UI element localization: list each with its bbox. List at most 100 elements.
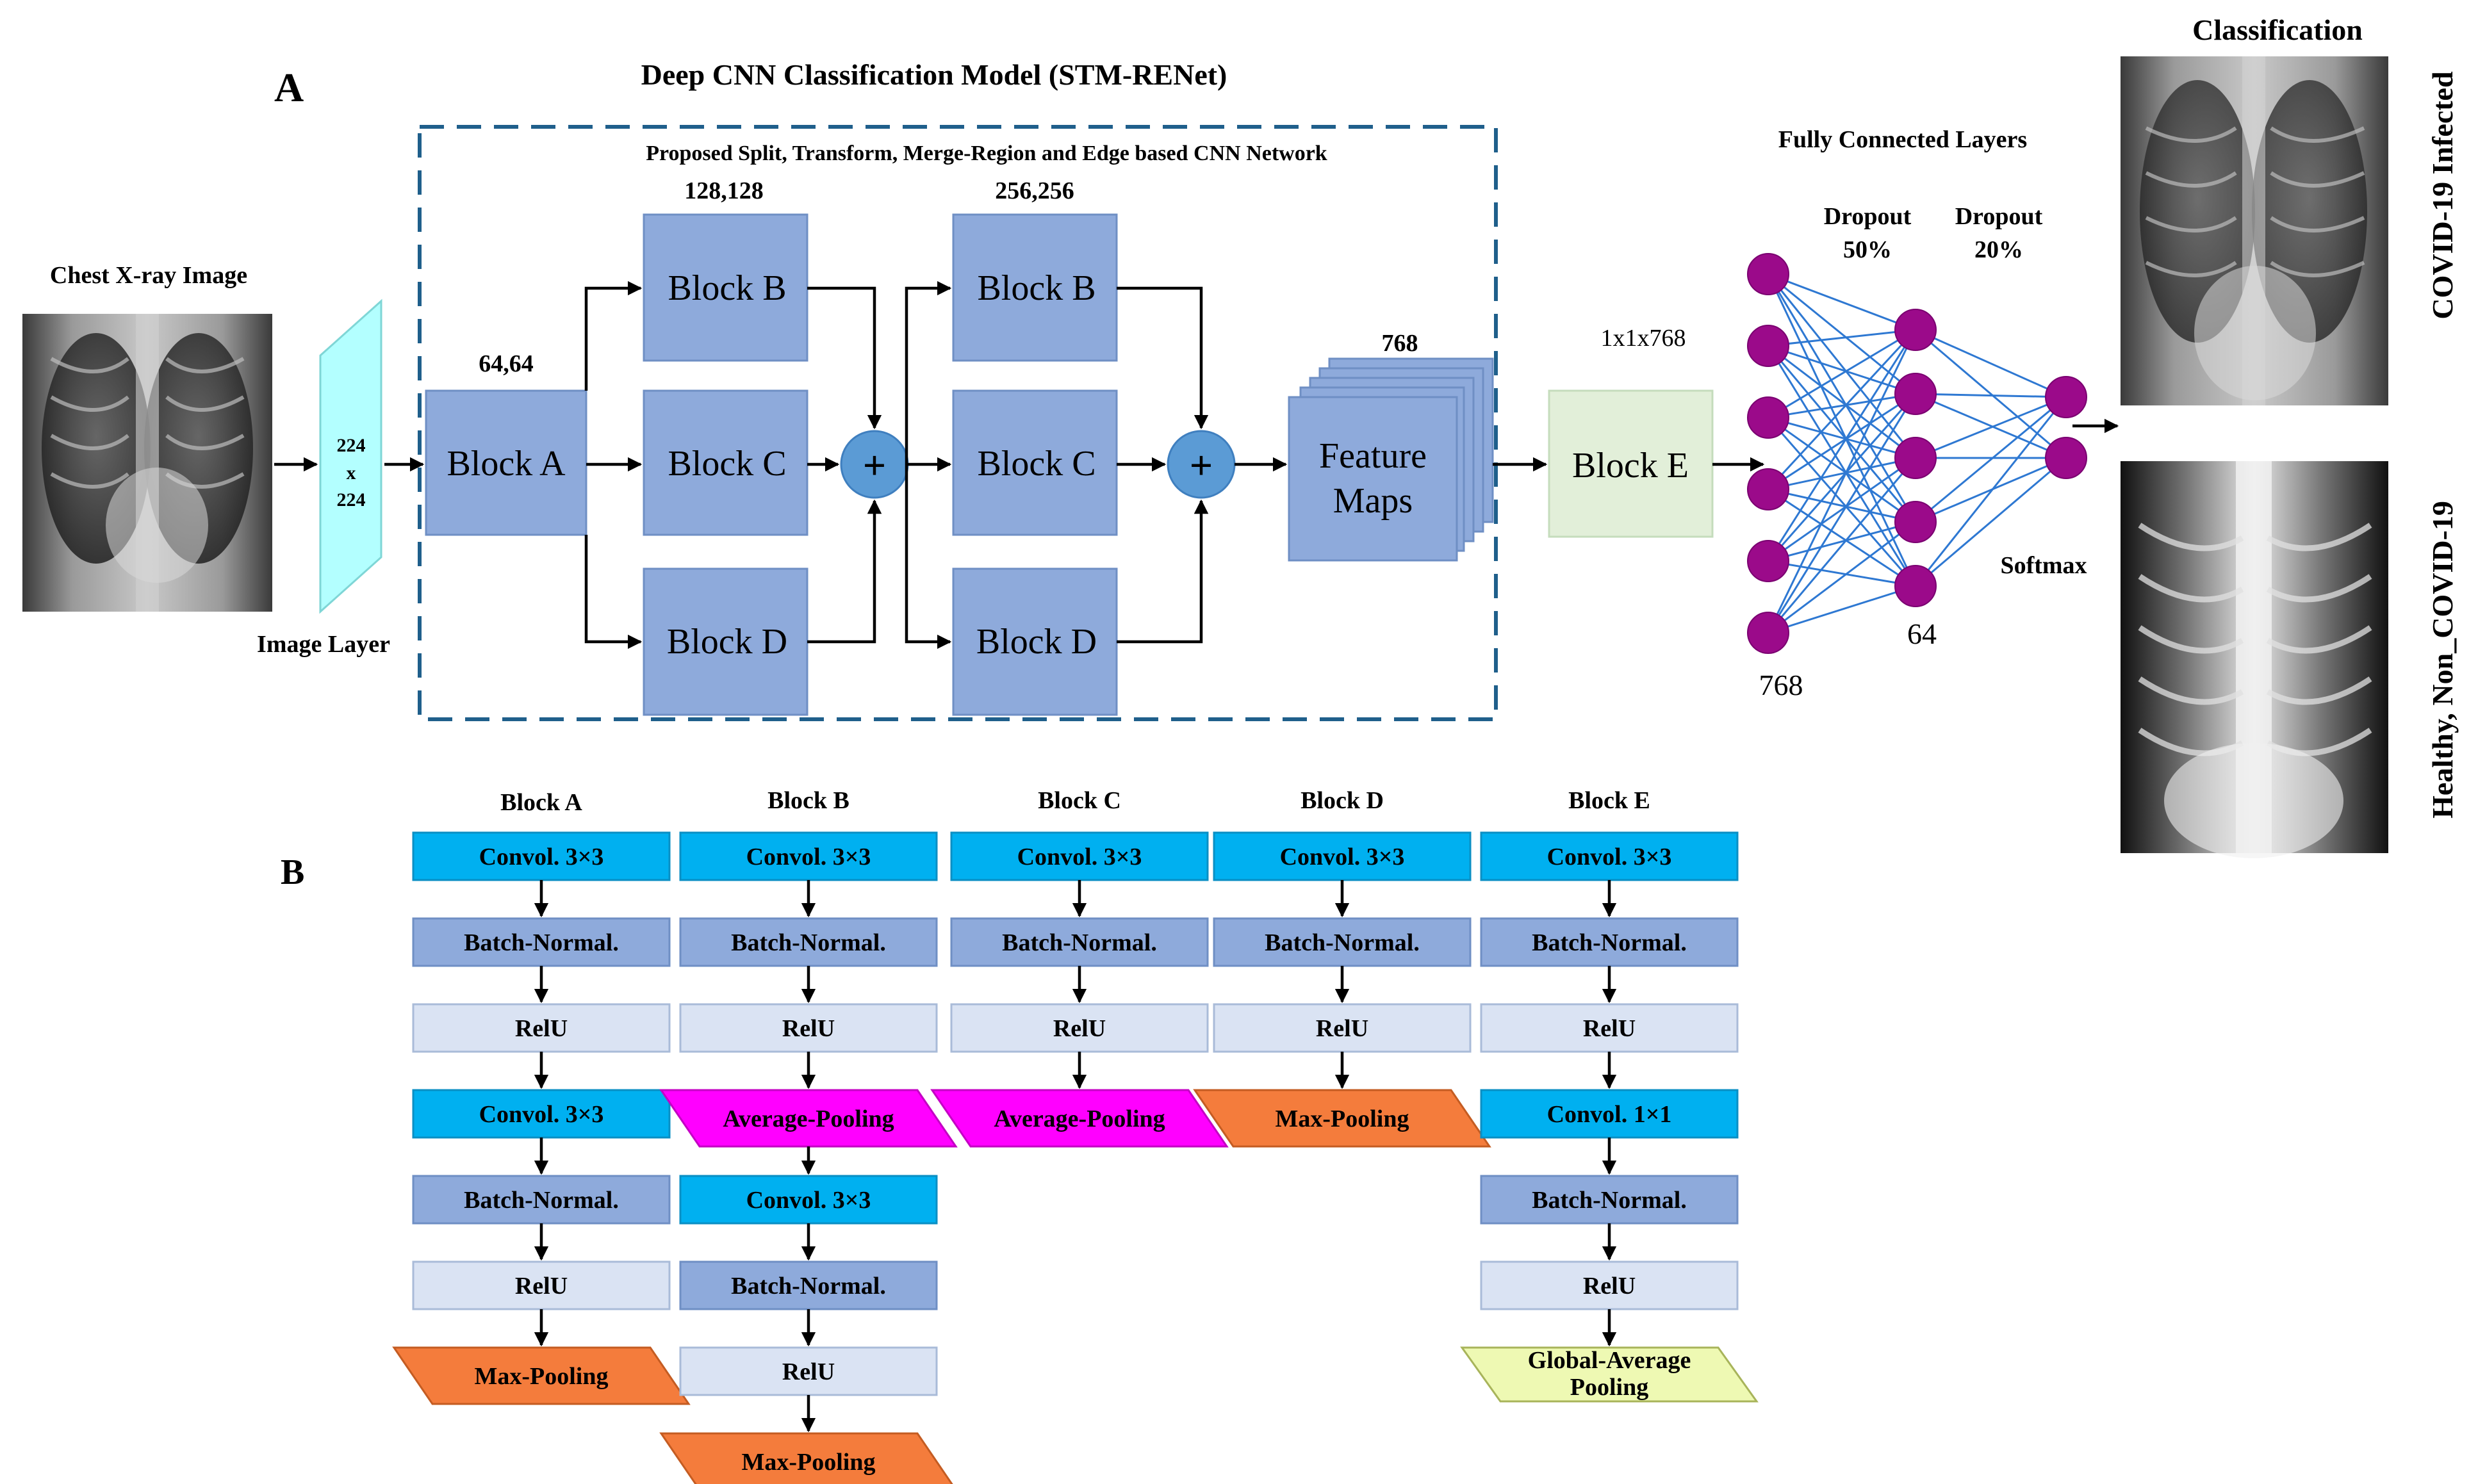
fc-connection-line (1768, 393, 1916, 491)
fc-connection-line (1768, 329, 1916, 347)
layer-label: Convol. 3×3 (479, 1101, 604, 1128)
dropout2-title: Dropout (1955, 203, 2043, 230)
layer-label: Batch-Normal. (1532, 1187, 1687, 1214)
fc-neuron-layer-2 (1894, 437, 1937, 479)
fc-connection-line (1768, 273, 1916, 331)
fc-connection-line (1915, 329, 2067, 459)
layer-label: Batch-Normal. (731, 1273, 886, 1300)
layer-box-conv (1480, 831, 1739, 881)
fc-connection-line (1767, 273, 1917, 523)
fc-neuron-layer-2 (1894, 501, 1937, 543)
fc-neuron-layer-3 (2045, 376, 2087, 418)
layer-label: Convol. 3×3 (1547, 844, 1672, 870)
network-subtitle: Proposed Split, Transform, Merge-Region … (646, 142, 1327, 165)
layer-label: Max-Pooling (742, 1449, 876, 1476)
fc-connection-line (1767, 393, 1917, 633)
layer-label: Convol. 3×3 (479, 844, 604, 870)
dropout1-title: Dropout (1824, 203, 1912, 230)
layer-box-bn (679, 1260, 938, 1310)
stage1-dims: 128,128 (684, 177, 764, 204)
layer-box-conv (679, 1175, 938, 1225)
block-e (1548, 389, 1714, 538)
layer-label: RelU (782, 1358, 835, 1385)
stage1-block-b (643, 213, 808, 362)
class1-label: COVID-19 Infected (2426, 71, 2459, 320)
feature-maps-dims: 768 (1382, 330, 1418, 357)
layer-box-gap (1460, 1346, 1759, 1403)
stage1-block-c (643, 389, 808, 536)
layer-box-relu (1213, 1003, 1472, 1053)
fc-layer1-count: 768 (1759, 669, 1803, 701)
stage2-block-c (952, 389, 1118, 536)
chest-xray-image (22, 314, 272, 612)
layer-label: Convol. 3×3 (746, 844, 871, 870)
layer-box-avgpool (930, 1089, 1229, 1148)
layer-label: Average-Pooling (994, 1105, 1165, 1132)
layer-box-conv (1213, 831, 1472, 881)
block-a-dims: 64,64 (479, 350, 534, 377)
layer-box-conv (1480, 1089, 1739, 1139)
fc-connection-line (1768, 457, 1916, 562)
layer-label: RelU (782, 1015, 835, 1042)
feature-maps-label-2: Maps (1333, 481, 1413, 521)
block-a (425, 389, 587, 536)
block-e-label: Block E (1572, 446, 1689, 485)
fc-connection-line (1768, 329, 1916, 419)
layer-box-conv (950, 831, 1209, 881)
fc-neuron-layer-2 (1894, 309, 1937, 351)
detail-title-block-a: Block A (500, 789, 582, 816)
fc-connection-line (1915, 393, 2067, 459)
fc-connections (1767, 273, 2067, 634)
feature-maps-label-1: Feature (1319, 436, 1427, 476)
fc-connection-line (1767, 273, 1917, 587)
layer-label: Batch-Normal. (731, 929, 886, 956)
fc-neurons (1747, 253, 2087, 654)
layer-label: RelU (515, 1015, 568, 1042)
stage2-block-b-label: Block B (977, 268, 1095, 308)
fc-neuron-layer-1 (1747, 396, 1789, 439)
fc-connection-line (1768, 488, 1916, 587)
fc-neuron-layer-1 (1747, 325, 1789, 367)
fc-title: Fully Connected Layers (1778, 126, 2027, 153)
image-layer-dim-bottom: 224 (337, 489, 366, 510)
fc-connection-line (1768, 273, 1916, 395)
image-layer-shape (319, 298, 382, 614)
fc-connection-line (1767, 329, 1917, 562)
fc-neuron-layer-2 (1894, 373, 1937, 415)
layer-label: Max-Pooling (1276, 1105, 1409, 1132)
fc-connection-line (1768, 393, 1916, 419)
layer-label: Batch-Normal. (464, 929, 619, 956)
dropout2-rate: 20% (1974, 236, 2023, 263)
layer-box-bn (412, 917, 671, 967)
fc-neuron-layer-3 (2045, 437, 2087, 479)
fc-connection-line (1768, 560, 1916, 587)
stage2-block-d-label: Block D (976, 622, 1097, 662)
layer-box-relu (1480, 1003, 1739, 1053)
fc-connection-line (1767, 273, 1917, 459)
section-a-label: A (274, 65, 304, 110)
fc-connection-line (1915, 329, 2067, 398)
healthy-xray-image (2121, 461, 2388, 858)
stage1-block-d (643, 567, 808, 716)
stage1-block-d-label: Block D (667, 622, 787, 662)
layer-box-maxpool (392, 1346, 691, 1405)
image-layer-dim-top: 224 (337, 435, 366, 456)
dropout1-rate: 50% (1843, 236, 1892, 263)
layer-label: Convol. 1×1 (1547, 1101, 1672, 1128)
layer-box-maxpool (1193, 1089, 1491, 1148)
fc-connection-line (1767, 329, 1917, 633)
softmax-label: Softmax (2000, 552, 2087, 579)
fc-connection-line (1767, 417, 1917, 587)
layer-label: RelU (1316, 1015, 1368, 1042)
network-frame (418, 125, 1498, 721)
covid-xray-image (2121, 56, 2388, 405)
fc-connection-line (1768, 345, 1916, 459)
layer-box-avgpool (659, 1089, 958, 1148)
stage2-dims: 256,256 (995, 177, 1074, 204)
layer-label: Average-Pooling (723, 1105, 894, 1132)
fc-connection-line (1915, 396, 2067, 459)
layer-label: Convol. 3×3 (1017, 844, 1142, 870)
fc-neuron-layer-1 (1747, 612, 1789, 654)
block-a-label: Block A (447, 444, 566, 484)
layer-label: Pooling (1570, 1374, 1648, 1401)
